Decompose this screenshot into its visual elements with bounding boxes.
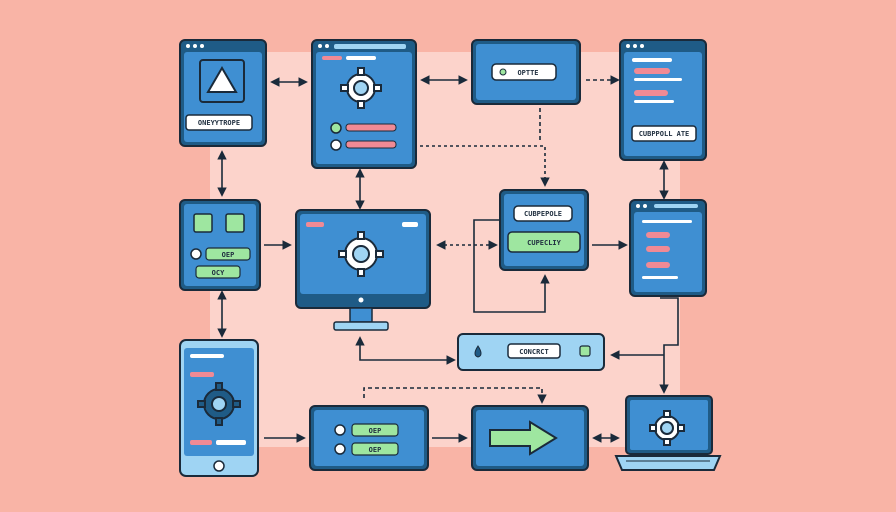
arrow-dashed-top-bottom	[363, 387, 547, 404]
image-icon-1	[193, 213, 213, 233]
image-icon-2	[225, 213, 245, 233]
center-card-bottom-button[interactable]	[507, 231, 581, 253]
window-top-right-button[interactable]	[631, 125, 697, 142]
connect-bar-button[interactable]	[507, 343, 561, 359]
window-gear-settings[interactable]	[311, 39, 417, 169]
checklist-item-1[interactable]	[351, 423, 399, 437]
window-top-right[interactable]: CUBPPOLL ATE	[619, 39, 707, 161]
tablet-window[interactable]: OEP OCY	[179, 199, 261, 291]
options-panel[interactable]: OPTTE	[471, 39, 581, 105]
drop-icon	[474, 345, 482, 358]
phone-window[interactable]	[179, 339, 259, 477]
gear-icon	[340, 67, 382, 109]
leaf-icon	[330, 122, 342, 134]
window-triangle-button[interactable]	[185, 114, 253, 131]
home-button-icon[interactable]	[213, 460, 225, 472]
arrow-gear-to-card	[420, 145, 550, 187]
connectors	[217, 75, 679, 443]
tablet-button-2[interactable]	[195, 265, 241, 279]
connect-bar[interactable]: CONCRCT	[457, 333, 605, 371]
connect-bar-label: CONCRCT	[519, 348, 549, 356]
gear-icon	[197, 382, 241, 426]
toggle-icon	[334, 424, 346, 436]
check-icon	[330, 139, 342, 151]
arrow-right-icon	[489, 420, 558, 456]
triangle-icon	[206, 66, 238, 93]
center-card-bottom-label: CUPECLIY	[527, 239, 562, 247]
arrow-list-to-laptop	[659, 297, 679, 394]
laptop[interactable]	[614, 395, 722, 471]
radio-icon	[499, 68, 507, 76]
window-triangle-button-label: ONEYYTROPE	[198, 119, 240, 127]
checklist-panel[interactable]: OEP OEP	[309, 405, 429, 471]
arrow-monitor-to-bar	[355, 336, 456, 365]
center-card-top-button[interactable]	[513, 205, 573, 222]
checklist-item-2[interactable]	[351, 442, 399, 456]
central-monitor[interactable]	[295, 209, 431, 331]
window-top-right-button-label: CUBPPOLL ATE	[639, 130, 690, 138]
tablet-button-2-label: OCY	[212, 269, 225, 277]
check-icon	[190, 248, 202, 260]
list-window[interactable]	[629, 199, 707, 297]
window-triangle[interactable]: ONEYYTROPE	[179, 39, 267, 147]
check-icon	[334, 443, 346, 455]
center-card-top-label: CUBPEPOLE	[524, 210, 562, 218]
gear-icon	[338, 231, 384, 277]
tablet-button-1-label: OEP	[222, 251, 235, 259]
options-panel-button-label: OPTTE	[517, 69, 538, 77]
checklist-item-1-label: OEP	[369, 427, 382, 435]
gear-icon	[649, 410, 685, 446]
arrow-card-loop	[473, 219, 550, 313]
play-panel[interactable]	[471, 405, 589, 471]
center-card[interactable]: CUBPEPOLE CUPECLIY	[499, 189, 589, 271]
tablet-button-1[interactable]	[205, 247, 251, 261]
device-icon	[579, 345, 591, 357]
options-panel-button[interactable]	[491, 63, 557, 81]
checklist-item-2-label: OEP	[369, 446, 382, 454]
